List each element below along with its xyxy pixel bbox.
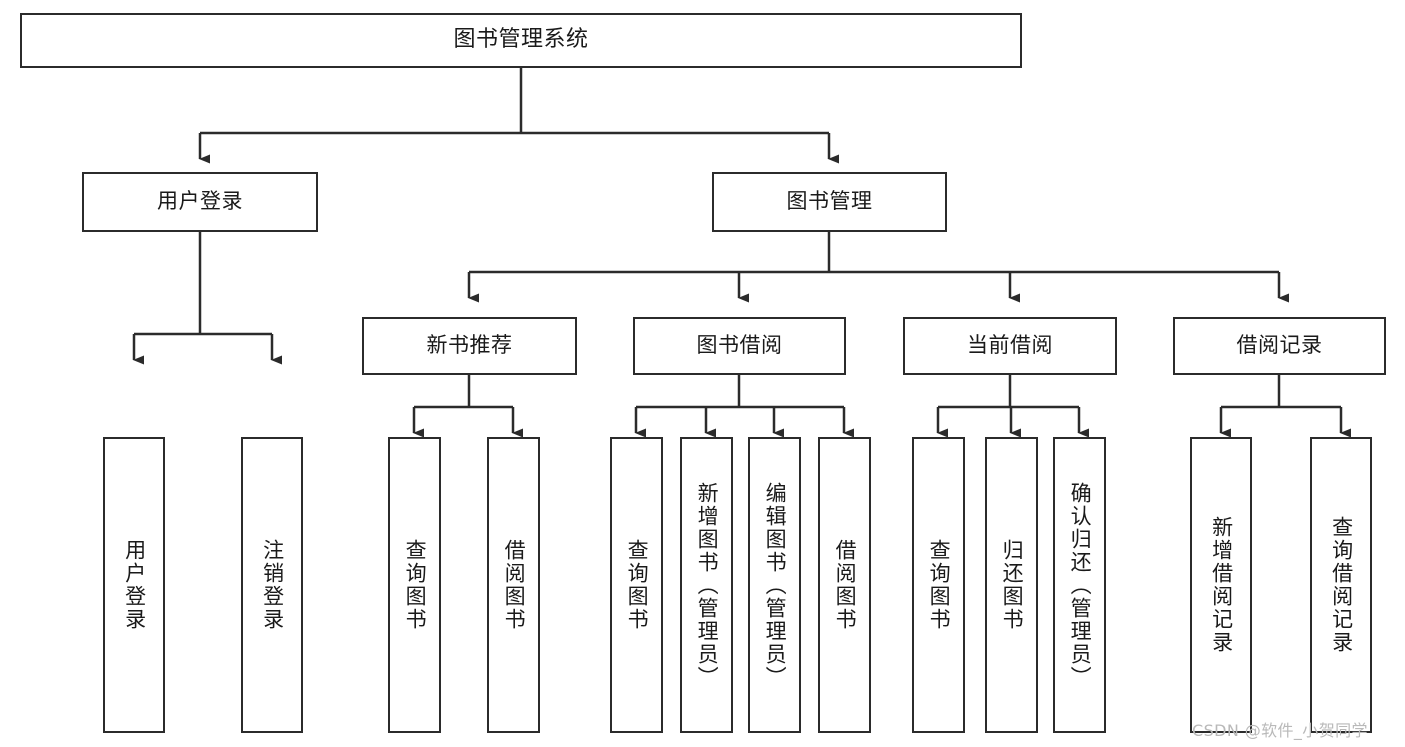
leaf-edit-book-admin[interactable]: 编辑图书（管理员） <box>748 437 801 733</box>
node-borrow-record[interactable]: 借阅记录 <box>1173 317 1386 375</box>
watermark-label: CSDN @软件_小贺同学 <box>1192 721 1368 740</box>
leaf-query-book-recommend[interactable]: 查询图书 <box>388 437 441 733</box>
tree-edges <box>132 68 1351 438</box>
leaf-query-borrow-record[interactable]: 查询借阅记录 <box>1310 437 1372 733</box>
leaf-confirm-return-admin[interactable]: 确认归还（管理员） <box>1053 437 1106 733</box>
leaf-return-book[interactable]: 归还图书 <box>985 437 1038 733</box>
leaf-add-book-admin[interactable]: 新增图书（管理员） <box>680 437 733 733</box>
leaf-borrow-book-recommend[interactable]: 借阅图书 <box>487 437 540 733</box>
leaf-query-book-borrow[interactable]: 查询图书 <box>610 437 663 733</box>
node-current-borrow[interactable]: 当前借阅 <box>903 317 1117 375</box>
node-book-borrow[interactable]: 图书借阅 <box>633 317 846 375</box>
node-new-book-recommend[interactable]: 新书推荐 <box>362 317 577 375</box>
leaf-borrow-book[interactable]: 借阅图书 <box>818 437 871 733</box>
leaf-add-borrow-record[interactable]: 新增借阅记录 <box>1190 437 1252 733</box>
node-root-system[interactable]: 图书管理系统 <box>20 13 1022 68</box>
node-user-login[interactable]: 用户登录 <box>82 172 318 232</box>
leaf-logout[interactable]: 注销登录 <box>241 437 303 733</box>
node-book-management[interactable]: 图书管理 <box>712 172 947 232</box>
leaf-query-book-current[interactable]: 查询图书 <box>912 437 965 733</box>
leaf-user-login[interactable]: 用户登录 <box>103 437 165 733</box>
